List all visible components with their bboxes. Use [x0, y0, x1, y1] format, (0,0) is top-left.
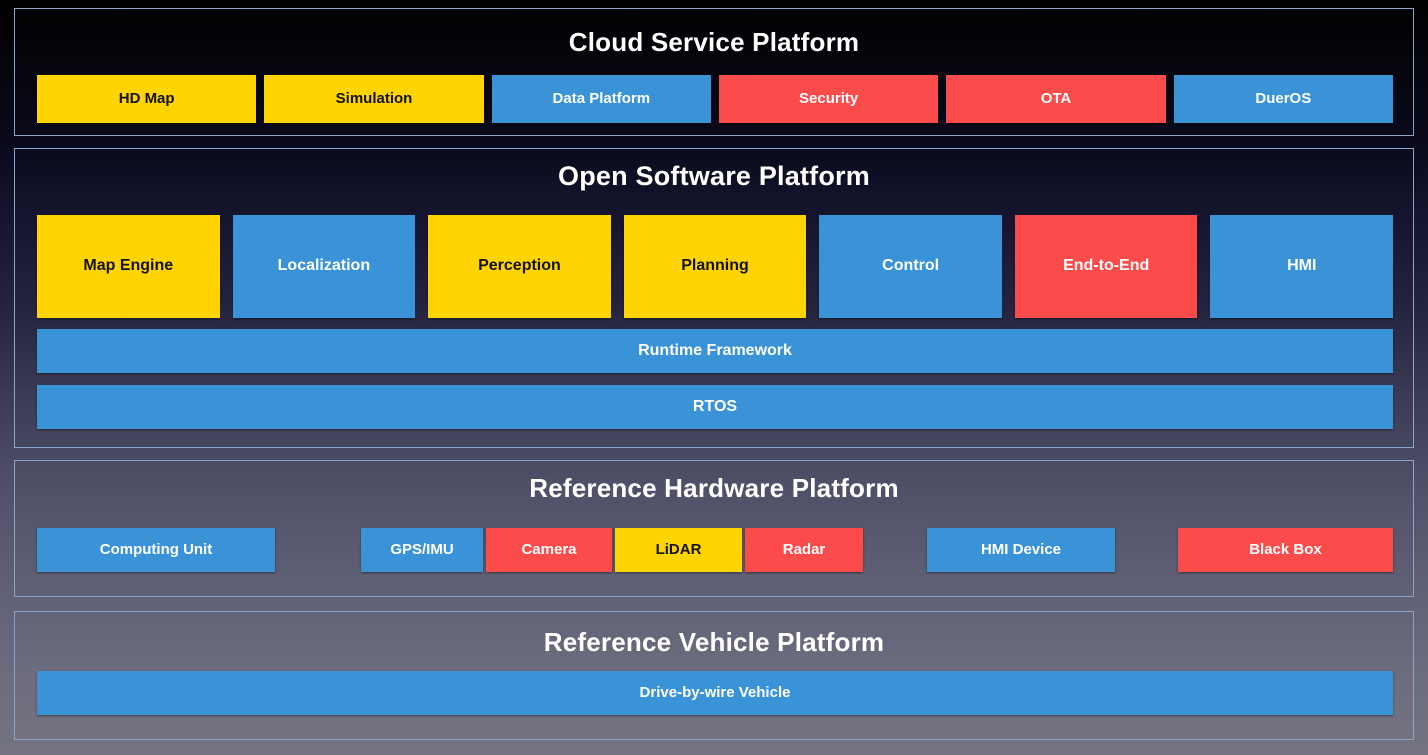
block-data-platform[interactable]: Data Platform	[491, 75, 711, 123]
block-label: Control	[882, 257, 940, 275]
block-label: OTA	[1040, 90, 1072, 108]
layer-title-vehicle: Reference Vehicle Platform	[543, 627, 885, 657]
layer-title-hardware: Reference Hardware Platform	[529, 473, 899, 503]
block-camera[interactable]: Camera	[486, 528, 612, 572]
block-hmi[interactable]: HMI	[1210, 215, 1394, 318]
block-label: HMI	[1287, 257, 1317, 275]
block-label: End-to-End	[1063, 257, 1150, 275]
block-ota[interactable]: OTA	[946, 75, 1166, 123]
block-label: Security	[799, 90, 859, 108]
block-computing-unit[interactable]: Computing Unit	[37, 528, 275, 572]
block-label: Planning	[681, 257, 749, 275]
block-lidar[interactable]: LiDAR	[615, 528, 742, 572]
block-simulation[interactable]: Simulation	[264, 75, 484, 123]
block-label: Map Engine	[83, 257, 174, 275]
block-label: Perception	[478, 257, 561, 275]
layer-cloud-service-platform: Cloud Service Platform HD Map Simulation…	[14, 8, 1414, 136]
block-drive-by-wire-vehicle[interactable]: Drive-by-wire Vehicle	[37, 671, 1393, 715]
block-label: Black Box	[1249, 541, 1322, 559]
block-label: Data Platform	[552, 90, 651, 108]
block-security[interactable]: Security	[718, 75, 939, 123]
layer-reference-vehicle-platform: Reference Vehicle Platform Drive-by-wire…	[14, 611, 1414, 740]
block-runtime-framework[interactable]: Runtime Framework	[37, 329, 1393, 373]
block-label: Camera	[521, 541, 577, 559]
hardware-block-row: Computing Unit GPS/IMU Camera LiDAR Rada…	[37, 528, 1393, 572]
block-planning[interactable]: Planning	[623, 215, 807, 318]
block-dueros[interactable]: DuerOS	[1173, 75, 1393, 123]
block-localization[interactable]: Localization	[232, 215, 416, 318]
layer-title-software: Open Software Platform	[558, 161, 870, 191]
block-control[interactable]: Control	[819, 215, 1002, 318]
block-rtos[interactable]: RTOS	[37, 385, 1393, 429]
software-module-row: Map Engine Localization Perception Plann…	[37, 215, 1394, 318]
layer-open-software-platform: Open Software Platform Map Engine Locali…	[14, 148, 1414, 448]
block-label: RTOS	[692, 397, 738, 415]
block-label: Localization	[277, 257, 371, 275]
block-label: LiDAR	[655, 541, 702, 559]
block-label: HMI Device	[980, 541, 1062, 559]
layer-title-cloud: Cloud Service Platform	[568, 27, 860, 57]
layer-reference-hardware-platform: Reference Hardware Platform Computing Un…	[14, 460, 1414, 597]
block-label: DuerOS	[1255, 90, 1312, 108]
block-radar[interactable]: Radar	[745, 528, 863, 572]
block-label: HD Map	[118, 90, 175, 108]
block-label: Radar	[782, 541, 826, 559]
block-perception[interactable]: Perception	[428, 215, 611, 318]
block-hmi-device[interactable]: HMI Device	[927, 528, 1115, 572]
block-label: Drive-by-wire Vehicle	[639, 684, 791, 702]
block-label: GPS/IMU	[390, 541, 454, 559]
cloud-block-row: HD Map Simulation Data Platform Security…	[37, 75, 1393, 123]
block-end-to-end[interactable]: End-to-End	[1014, 215, 1198, 318]
block-hd-map[interactable]: HD Map	[37, 75, 257, 123]
block-label: Computing Unit	[99, 541, 213, 559]
block-map-engine[interactable]: Map Engine	[37, 215, 220, 318]
block-label: Runtime Framework	[638, 341, 792, 359]
block-black-box[interactable]: Black Box	[1178, 528, 1393, 572]
block-label: Simulation	[335, 90, 413, 108]
block-gps-imu[interactable]: GPS/IMU	[361, 528, 483, 572]
